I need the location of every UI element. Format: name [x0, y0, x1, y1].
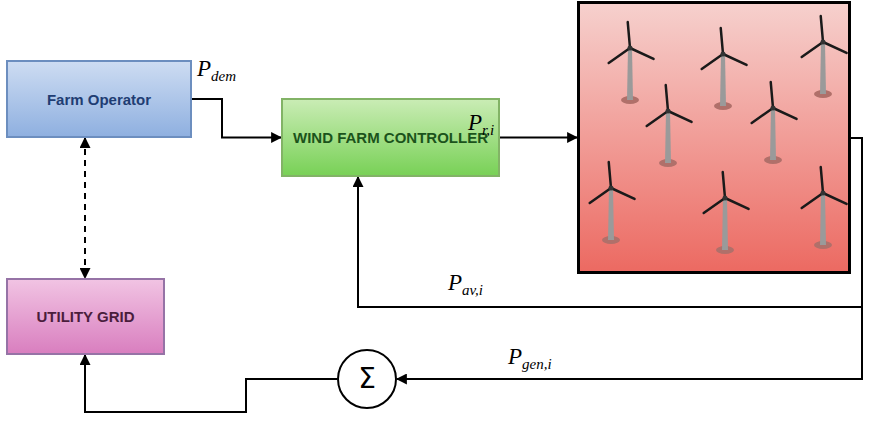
turbines-illustration [580, 4, 848, 271]
reference-arrow [500, 137, 577, 139]
summation-circle: Σ [337, 349, 397, 409]
signal-label: Pr,i [468, 110, 494, 139]
signal-label: Pdem [197, 56, 236, 85]
operator-box: Farm Operator [6, 60, 192, 138]
controller-box: WIND FARM CONTROLLER [281, 98, 500, 177]
grid-feed-arrow [85, 355, 337, 412]
node-label: WIND FARM CONTROLLER [293, 129, 488, 146]
signal-label: Pgen,i [508, 344, 552, 373]
wind-farm-box [577, 1, 851, 274]
demand-arrow [192, 99, 281, 138]
signal-label: Pav,i [448, 270, 483, 299]
node-label: UTILITY GRID [36, 308, 134, 325]
node-label: Σ [358, 365, 376, 393]
communication-link [84, 138, 86, 278]
grid-box: UTILITY GRID [6, 278, 165, 355]
node-label: Farm Operator [47, 91, 151, 108]
